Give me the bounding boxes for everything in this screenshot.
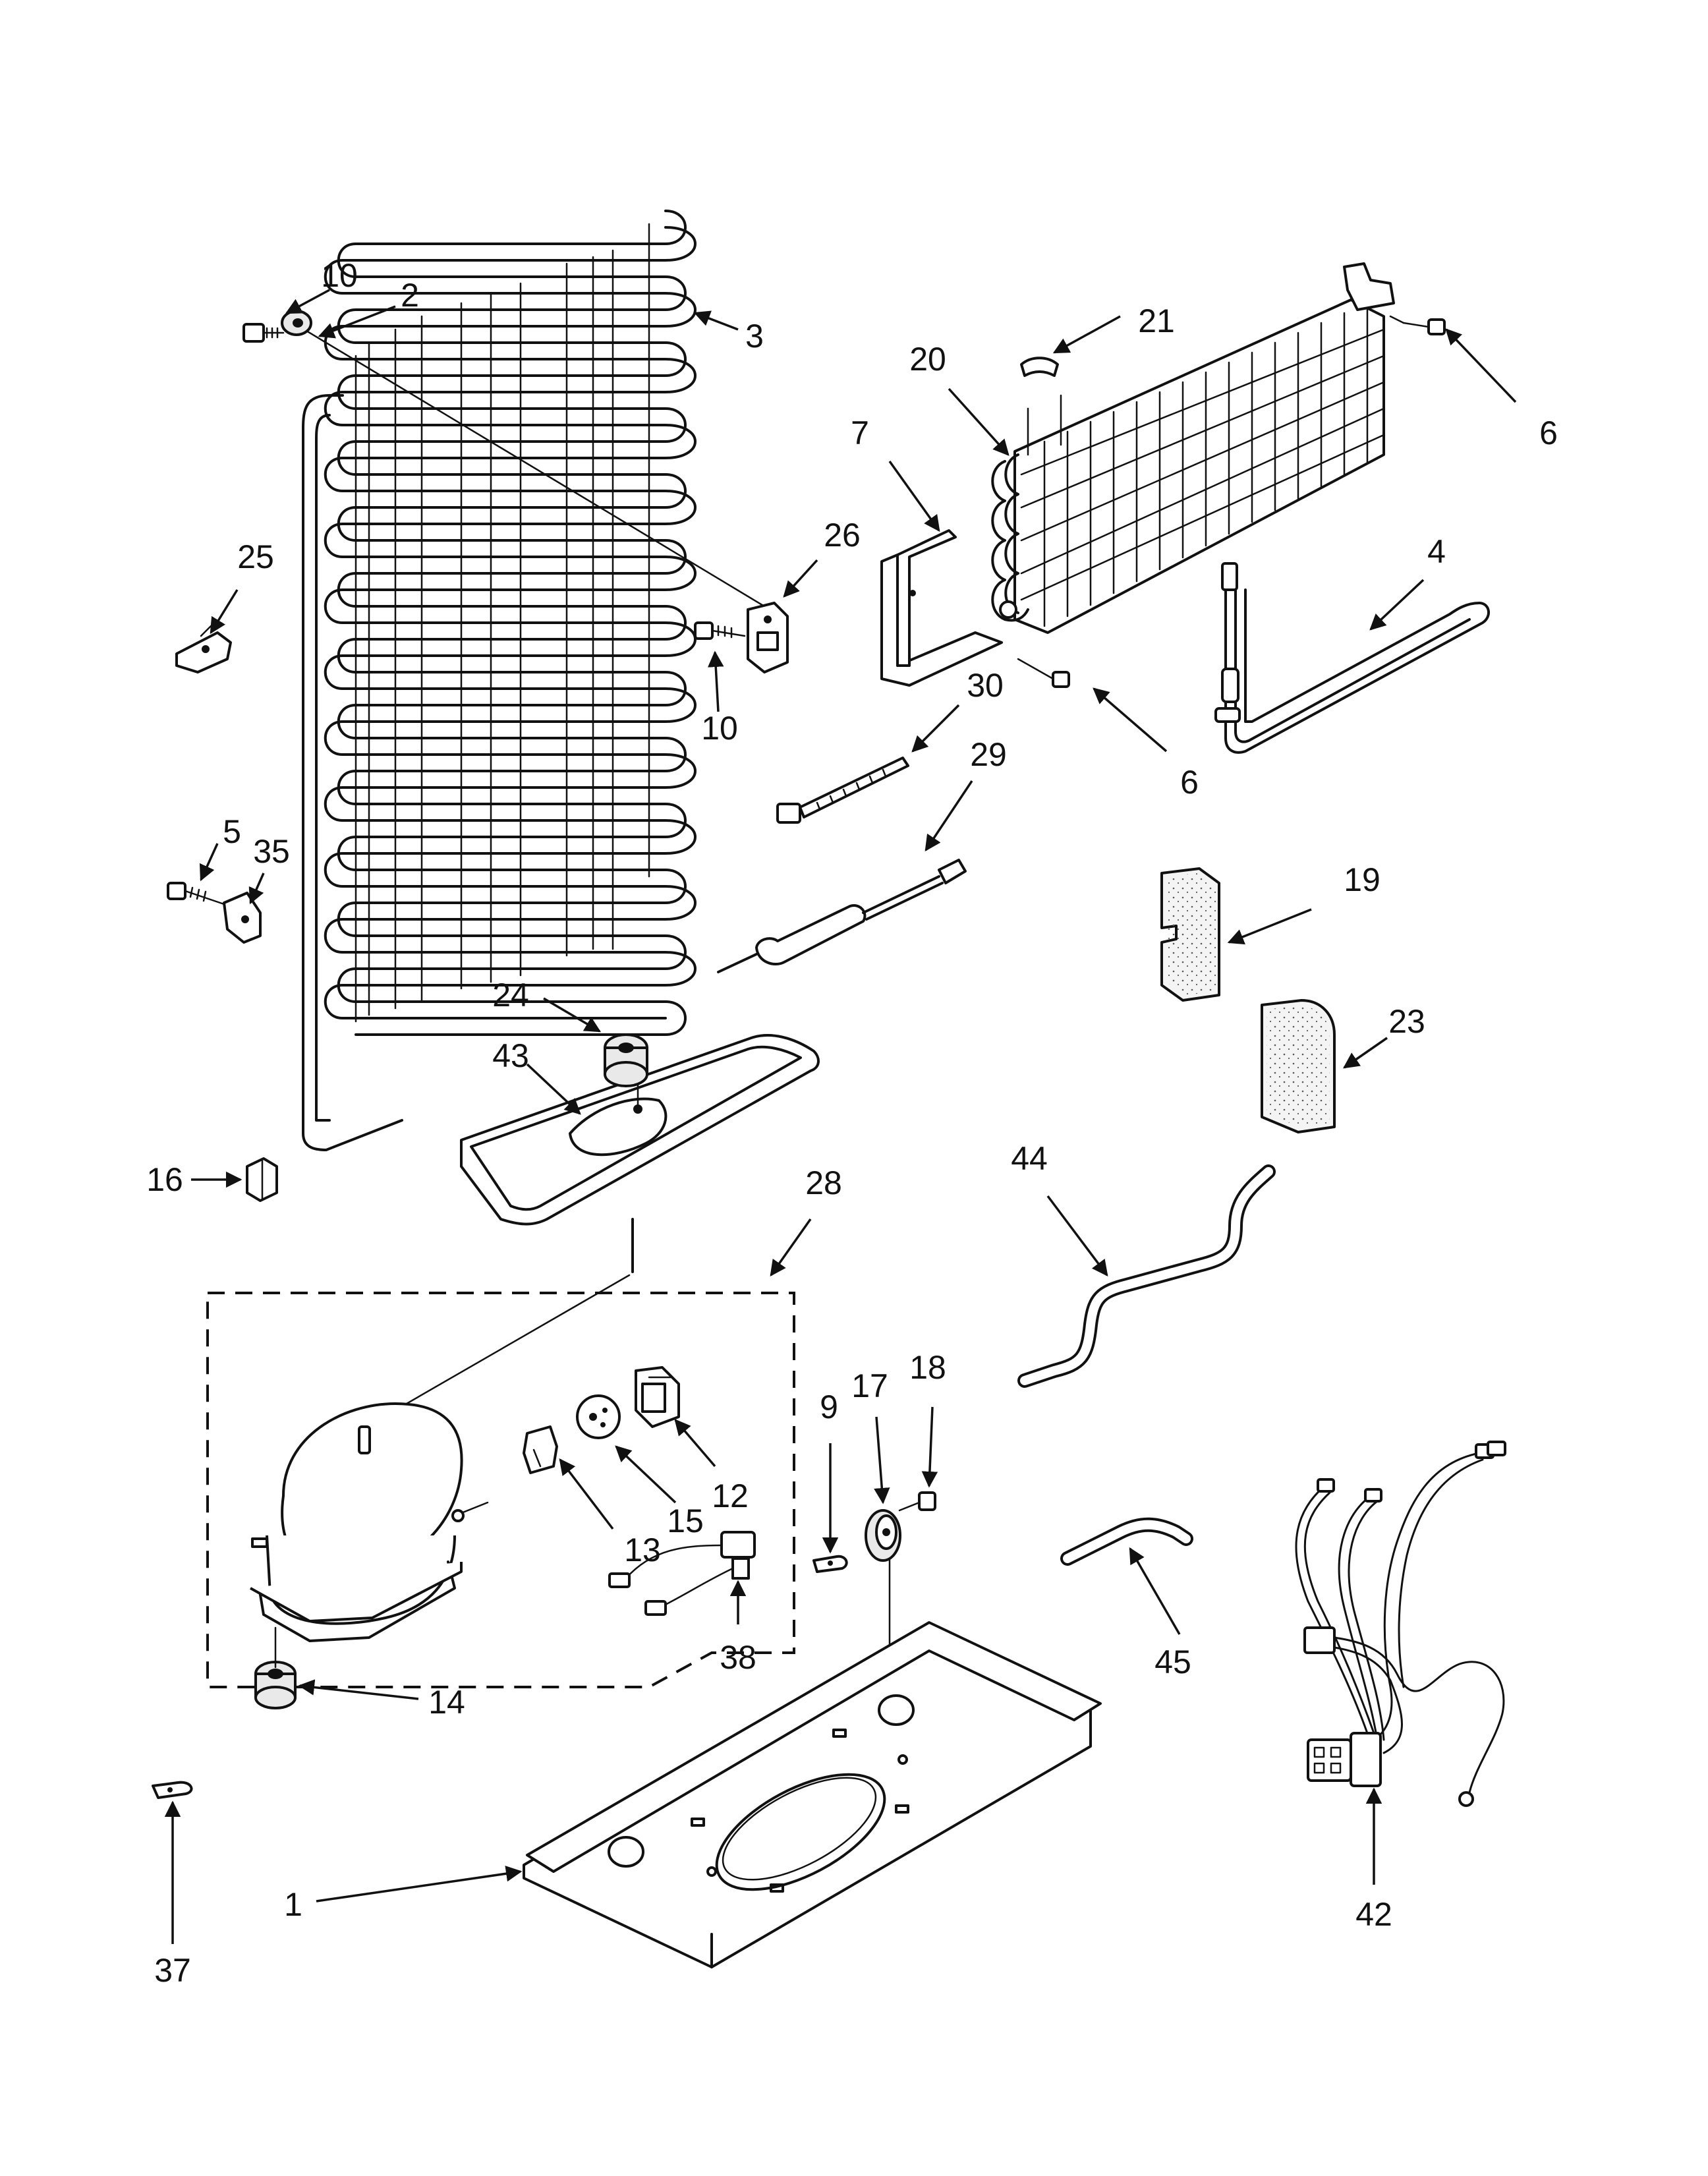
callout-10-top: 10 <box>321 257 358 294</box>
callout-21: 21 <box>1138 302 1175 339</box>
callout-43: 43 <box>492 1037 529 1074</box>
callout-35: 35 <box>253 833 290 870</box>
bracket-part-26 <box>747 602 789 673</box>
spacer-part-2 <box>281 310 312 336</box>
drain-line <box>371 1274 631 1425</box>
callout-7: 7 <box>851 415 869 451</box>
insulation-block-part-19 <box>1160 867 1220 1002</box>
defrost-heater-part-4 <box>1214 562 1490 754</box>
evaporator-part-20 <box>991 262 1405 634</box>
callout-2: 2 <box>401 277 419 314</box>
callout-14: 14 <box>428 1684 465 1721</box>
callout-6-lower: 6 <box>1180 764 1199 801</box>
drier-part-29 <box>717 859 967 973</box>
grommet-part-14 <box>254 1626 297 1709</box>
callout-38: 38 <box>720 1639 756 1676</box>
callout-37: 37 <box>154 1952 191 1989</box>
callout-16: 16 <box>146 1161 183 1198</box>
callout-17: 17 <box>851 1367 888 1404</box>
evaporator-bracket-part-7 <box>880 529 1003 687</box>
callout-26: 26 <box>824 517 861 554</box>
wire-harness-part-42 <box>1295 1441 1506 1807</box>
screw-part-10-mid <box>694 621 746 640</box>
callout-5: 5 <box>223 813 241 850</box>
drain-pan-part-43 <box>460 1034 820 1226</box>
condenser-coil <box>302 210 697 1151</box>
callout-15: 15 <box>667 1503 704 1539</box>
screw-part-18 <box>898 1491 936 1512</box>
callout-1: 1 <box>284 1886 302 1923</box>
thermostat-clip-part-21 <box>1020 357 1059 377</box>
callout-19: 19 <box>1344 861 1381 898</box>
tube-part-45 <box>1060 1517 1193 1566</box>
leader-lines <box>164 289 1517 1944</box>
callout-24: 24 <box>492 977 529 1014</box>
callout-3: 3 <box>745 318 764 355</box>
callout-23: 23 <box>1388 1003 1425 1040</box>
compressor-assembly-outline <box>206 1292 795 1688</box>
compressor <box>250 1402 489 1642</box>
callout-10-mid: 10 <box>701 710 738 747</box>
cover-part-15 <box>576 1394 621 1439</box>
callout-44: 44 <box>1011 1140 1048 1177</box>
overload-part-13 <box>523 1425 558 1474</box>
wire-harness-part-38 <box>608 1531 756 1616</box>
screw-part-10-top <box>242 323 285 343</box>
callout-45: 45 <box>1154 1644 1191 1680</box>
clip-part-16 <box>246 1157 278 1202</box>
callout-12: 12 <box>712 1477 749 1514</box>
screw-part-6-upper <box>1402 318 1446 335</box>
start-relay-part-12 <box>635 1366 680 1428</box>
callout-20: 20 <box>909 341 946 378</box>
screw-part-5 <box>167 882 225 905</box>
bracket-part-25 <box>175 625 232 673</box>
callout-42: 42 <box>1355 1896 1392 1933</box>
callout-13: 13 <box>624 1532 661 1568</box>
base-tray-part-1 <box>523 1621 1102 1968</box>
callouts: 10 2 3 21 20 6 7 25 26 4 10 30 6 29 5 35… <box>146 257 1558 1989</box>
callout-9: 9 <box>820 1389 838 1425</box>
callout-18: 18 <box>909 1349 946 1386</box>
tube-part-44 <box>1017 1164 1276 1388</box>
callout-6-upper: 6 <box>1539 415 1558 451</box>
callout-29: 29 <box>970 736 1007 773</box>
clip-part-37 <box>152 1781 193 1799</box>
insulation-block-part-23 <box>1261 999 1336 1133</box>
mounting-line <box>292 322 766 608</box>
callout-25: 25 <box>237 538 274 575</box>
fan-blade-part-17 <box>865 1509 901 1562</box>
clip-part-9 <box>812 1555 848 1573</box>
callout-28: 28 <box>805 1164 842 1201</box>
cable-tie-part-30 <box>776 757 909 824</box>
bracket-part-35 <box>223 892 262 944</box>
grommet-part-24 <box>604 1033 648 1087</box>
callout-30: 30 <box>967 667 1004 704</box>
screw-part-6-lower <box>1017 658 1070 688</box>
callout-4: 4 <box>1427 533 1446 570</box>
